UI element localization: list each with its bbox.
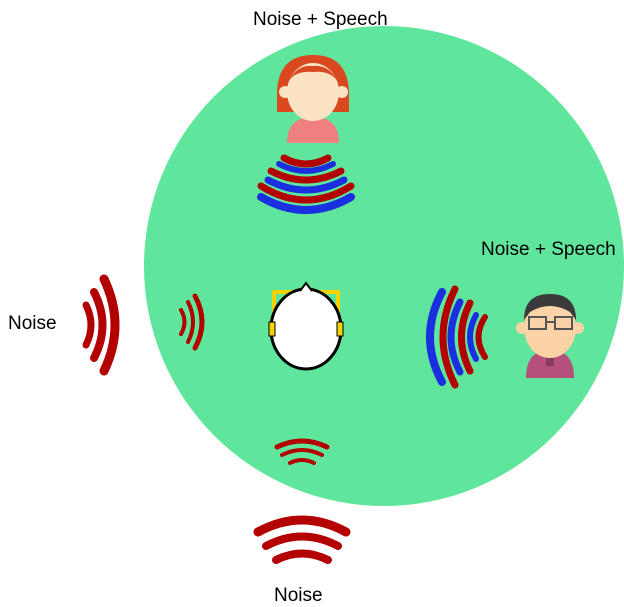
woman-avatar-icon	[277, 55, 349, 143]
top-source-waves	[257, 154, 355, 214]
left-inner-noise-waves	[179, 293, 205, 351]
top-source-label: Noise + Speech	[253, 9, 388, 30]
listening-area-circle	[144, 26, 624, 506]
right-source-label: Noise + Speech	[481, 239, 616, 260]
left-outer-noise-waves	[82, 274, 120, 376]
left-source-label: Noise	[8, 313, 57, 334]
man-with-glasses-avatar-icon	[516, 294, 584, 378]
right-source-waves	[426, 285, 488, 389]
listener-head-with-headphones-icon	[268, 281, 344, 371]
bottom-outer-noise-waves	[253, 515, 351, 564]
bottom-inner-noise-waves	[274, 438, 330, 465]
bottom-source-label: Noise	[274, 585, 323, 606]
